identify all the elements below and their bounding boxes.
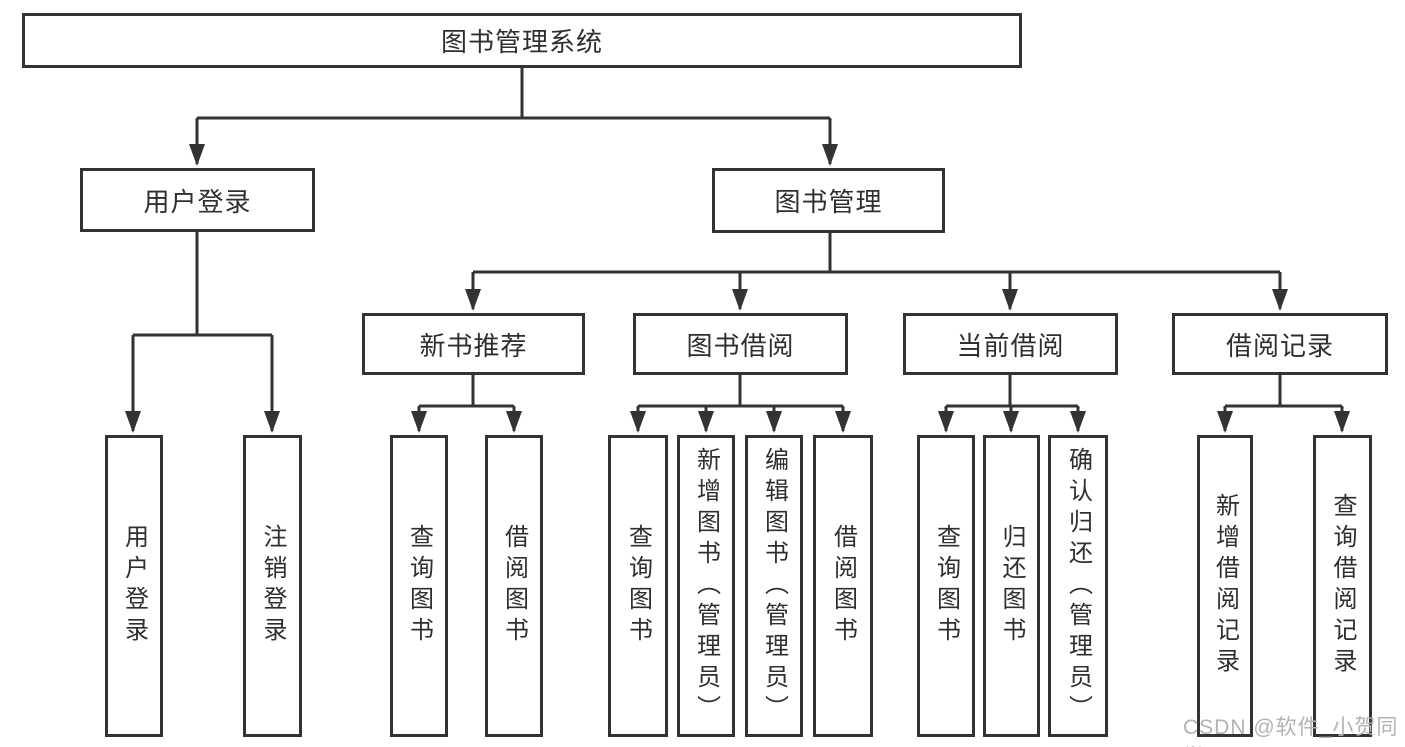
leaf-label: 确认归还（管理员）: [1064, 446, 1092, 726]
leaf-label: 查询图书: [932, 524, 960, 648]
leaf-label: 查询图书: [624, 524, 652, 648]
leaf-logout: 注销登录: [243, 435, 302, 737]
leaf-label: 新增借阅记录: [1211, 493, 1239, 679]
leaf-label: 借阅图书: [500, 524, 528, 648]
leaf-label: 借阅图书: [829, 524, 857, 648]
leaf-edit-book-admin: 编辑图书（管理员）: [745, 435, 803, 737]
leaf-label: 查询图书: [405, 524, 433, 648]
csdn-watermark: CSDN @软件_小贺同学: [1183, 716, 1399, 747]
leaf-add-borrow-record: 新增借阅记录: [1197, 435, 1253, 737]
node-user-login: 用户登录: [80, 168, 315, 232]
node-library-system: 图书管理系统: [22, 13, 1022, 68]
leaf-label: 归还图书: [998, 524, 1025, 648]
leaf-query-book-borrow: 查询图书: [608, 435, 668, 737]
node-new-book-recommend: 新书推荐: [362, 313, 585, 375]
leaf-label: 编辑图书（管理员）: [760, 446, 788, 726]
node-current-borrow: 当前借阅: [903, 313, 1118, 375]
leaf-add-book-admin: 新增图书（管理员）: [677, 435, 735, 737]
leaf-label: 注销登录: [259, 524, 286, 648]
leaf-borrow-book-recommend: 借阅图书: [485, 435, 543, 737]
leaf-query-borrow-record: 查询借阅记录: [1313, 435, 1372, 737]
leaf-borrow-book: 借阅图书: [813, 435, 873, 737]
node-book-borrow: 图书借阅: [633, 313, 848, 375]
node-book-management: 图书管理: [712, 168, 945, 233]
leaf-label: 查询借阅记录: [1329, 493, 1356, 679]
leaf-label: 新增图书（管理员）: [692, 446, 720, 726]
leaf-confirm-return-admin: 确认归还（管理员）: [1048, 435, 1108, 737]
leaf-query-book-current: 查询图书: [917, 435, 975, 737]
leaf-user-login: 用户登录: [105, 435, 163, 737]
leaf-query-book-recommend: 查询图书: [390, 435, 448, 737]
node-borrow-records: 借阅记录: [1172, 313, 1388, 375]
leaf-return-book: 归还图书: [983, 435, 1040, 737]
leaf-label: 用户登录: [120, 524, 148, 648]
